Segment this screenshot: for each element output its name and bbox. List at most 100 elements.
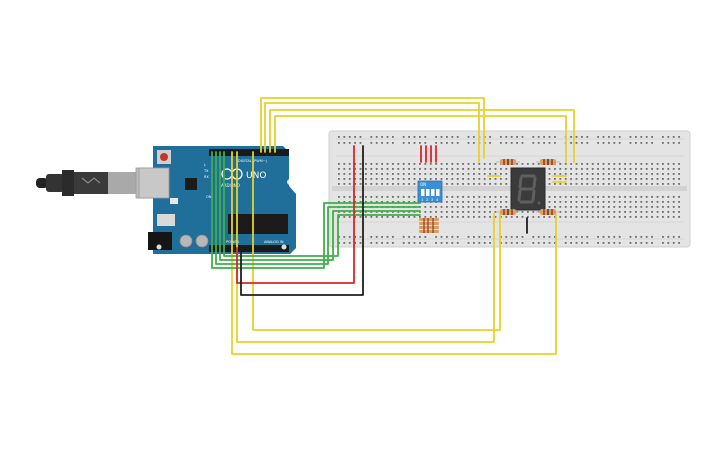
breadboard-hole[interactable] [554,173,556,175]
dip-toggle-1[interactable] [421,189,425,196]
breadboard-hole[interactable] [456,163,459,165]
breadboard-hole[interactable] [575,242,578,244]
breadboard-hole[interactable] [635,173,637,175]
breadboard-hole[interactable] [667,242,670,244]
breadboard-hole[interactable] [527,163,529,165]
breadboard-hole[interactable] [435,163,437,165]
breadboard-hole[interactable] [489,236,491,238]
breadboard-hole[interactable] [483,163,486,165]
breadboard-hole[interactable] [575,142,578,144]
breadboard-hole[interactable] [370,142,373,144]
breadboard-hole[interactable] [424,242,427,244]
wire-yellow-4[interactable] [274,115,567,163]
breadboard-hole[interactable] [429,216,432,218]
breadboard-hole[interactable] [397,196,400,198]
breadboard-hole[interactable] [597,236,599,238]
breadboard-hole[interactable] [672,216,675,218]
breadboard-hole[interactable] [581,178,583,180]
breadboard-hole[interactable] [575,196,578,198]
breadboard-hole[interactable] [640,201,643,203]
breadboard-hole[interactable] [440,136,443,138]
breadboard-hole[interactable] [662,216,664,218]
breadboard-hole[interactable] [386,168,389,170]
breadboard-hole[interactable] [473,142,475,144]
breadboard-hole[interactable] [402,163,405,165]
breadboard-hole[interactable] [527,216,529,218]
breadboard-hole[interactable] [656,178,659,180]
breadboard-hole[interactable] [618,211,621,213]
breadboard-hole[interactable] [586,163,589,165]
breadboard-hole[interactable] [662,236,664,238]
breadboard-hole[interactable] [575,211,578,213]
breadboard-hole[interactable] [424,206,427,208]
segment-resistors[interactable] [496,159,560,215]
breadboard-hole[interactable] [413,196,416,198]
breadboard-hole[interactable] [489,178,491,180]
breadboard-hole[interactable] [370,168,373,170]
breadboard-hole[interactable] [678,178,680,180]
breadboard-hole[interactable] [602,178,605,180]
breadboard-hole[interactable] [624,173,626,175]
breadboard-hole[interactable] [597,178,599,180]
breadboard-hole[interactable] [651,136,653,138]
breadboard-hole[interactable] [467,236,470,238]
breadboard-hole[interactable] [575,236,578,238]
breadboard-hole[interactable] [532,236,535,238]
breadboard-hole[interactable] [629,183,632,185]
breadboard-hole[interactable] [586,173,589,175]
breadboard-hole[interactable] [662,178,664,180]
breadboard-hole[interactable] [635,242,637,244]
breadboard-hole[interactable] [662,183,664,185]
breadboard-hole[interactable] [505,173,508,175]
breadboard-hole[interactable] [494,196,497,198]
breadboard-hole[interactable] [624,183,626,185]
breadboard-hole[interactable] [451,173,454,175]
breadboard-hole[interactable] [435,206,437,208]
breadboard-hole[interactable] [370,173,373,175]
breadboard-hole[interactable] [570,211,572,213]
breadboard-hole[interactable] [494,178,497,180]
breadboard-hole[interactable] [365,163,367,165]
breadboard-hole[interactable] [338,163,340,165]
breadboard-hole[interactable] [467,163,470,165]
breadboard-hole[interactable] [494,163,497,165]
breadboard-hole[interactable] [608,216,610,218]
breadboard-hole[interactable] [467,178,470,180]
breadboard-hole[interactable] [386,196,389,198]
breadboard-hole[interactable] [348,163,351,165]
breadboard-hole[interactable] [613,136,616,138]
breadboard-hole[interactable] [456,183,459,185]
breadboard-hole[interactable] [629,142,632,144]
breadboard-hole[interactable] [338,142,340,144]
breadboard-hole[interactable] [505,183,508,185]
breadboard-hole[interactable] [467,142,470,144]
breadboard-hole[interactable] [613,183,616,185]
breadboard-hole[interactable] [343,183,346,185]
breadboard-hole[interactable] [375,142,378,144]
breadboard-hole[interactable] [645,163,648,165]
breadboard-hole[interactable] [640,168,643,170]
breadboard-hole[interactable] [591,178,594,180]
breadboard-hole[interactable] [656,168,659,170]
breadboard-hole[interactable] [667,236,670,238]
breadboard-hole[interactable] [629,211,632,213]
breadboard-hole[interactable] [548,236,551,238]
breadboard-hole[interactable] [424,142,427,144]
breadboard-hole[interactable] [629,201,632,203]
breadboard-hole[interactable] [597,136,599,138]
breadboard-hole[interactable] [678,163,680,165]
breadboard-hole[interactable] [451,183,454,185]
breadboard-hole[interactable] [635,196,637,198]
breadboard-hole[interactable] [651,168,653,170]
breadboard-hole[interactable] [635,206,637,208]
breadboard-hole[interactable] [602,183,605,185]
breadboard-hole[interactable] [505,168,508,170]
breadboard-hole[interactable] [354,142,356,144]
breadboard-hole[interactable] [473,206,475,208]
breadboard-hole[interactable] [483,242,486,244]
resistor-bottom-left[interactable] [496,209,520,215]
breadboard-hole[interactable] [559,183,562,185]
breadboard-hole[interactable] [645,211,648,213]
breadboard-hole[interactable] [548,173,551,175]
breadboard-hole[interactable] [381,142,383,144]
